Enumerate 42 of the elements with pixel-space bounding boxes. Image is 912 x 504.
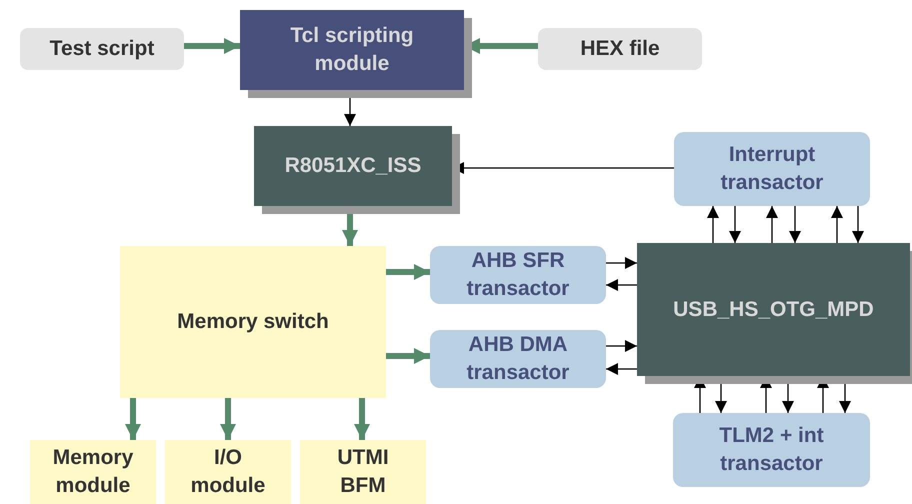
- node-label: I/O module: [190, 445, 266, 499]
- transactor-box: [673, 413, 870, 487]
- arrow: [386, 348, 430, 364]
- arrow: [831, 206, 843, 243]
- input-box: [538, 28, 702, 70]
- node-label: UTMI BFM: [336, 445, 390, 499]
- module-box: [254, 126, 452, 206]
- node-label: AHB SFR transactor: [466, 248, 570, 302]
- arrow: [606, 257, 637, 269]
- arrow: [220, 398, 236, 440]
- arrow: [707, 206, 719, 243]
- arrow: [386, 264, 430, 280]
- module-box: [300, 440, 426, 504]
- arrow: [184, 38, 240, 54]
- arrow: [606, 363, 637, 375]
- node-label: Interrupt transactor: [720, 142, 824, 196]
- node-label: TLM2 + int transactor: [718, 423, 825, 477]
- transactor-box: [430, 246, 606, 304]
- arrow: [729, 206, 741, 243]
- node-label: Memory switch: [177, 309, 329, 335]
- input-box: [20, 28, 184, 70]
- arrow: [766, 206, 778, 243]
- transactor-box: [674, 132, 870, 206]
- node-label: Tcl scripting module: [289, 23, 415, 77]
- module-box: [30, 440, 156, 504]
- arrow: [789, 206, 801, 243]
- node-label: USB_HS_OTG_MPD: [673, 296, 874, 322]
- node-label: Memory module: [52, 445, 134, 499]
- module-box: [637, 243, 910, 376]
- node-label: R8051XC_ISS: [284, 153, 422, 179]
- node-label: Test script: [50, 36, 154, 62]
- module-box: [240, 10, 464, 90]
- module-box: [120, 246, 386, 398]
- module-box: [165, 440, 291, 504]
- arrow: [606, 279, 637, 291]
- node-label: AHB DMA transactor: [466, 332, 570, 386]
- arrow: [354, 398, 370, 440]
- arrow: [125, 398, 141, 440]
- arrow: [852, 206, 864, 243]
- transactor-box: [430, 330, 606, 388]
- node-label: HEX file: [580, 36, 660, 62]
- arrow: [606, 340, 637, 352]
